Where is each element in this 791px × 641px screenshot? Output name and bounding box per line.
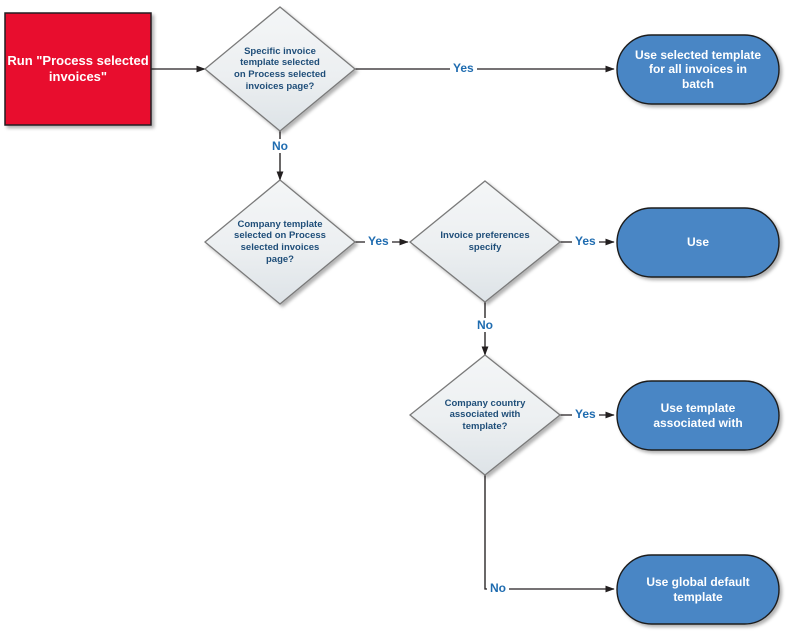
node-d3-shape (408, 180, 562, 303)
node-t4-shape (616, 554, 780, 625)
node-d1-shape (203, 6, 357, 132)
node-t3-shape (616, 380, 780, 451)
node-t2-shape (616, 207, 780, 278)
node-t1-shape (616, 34, 780, 105)
connector-d4-to-t4 (484, 475, 615, 593)
node-start-shape (4, 12, 152, 126)
node-d2-shape (203, 179, 357, 305)
node-d4-shape (408, 354, 562, 476)
